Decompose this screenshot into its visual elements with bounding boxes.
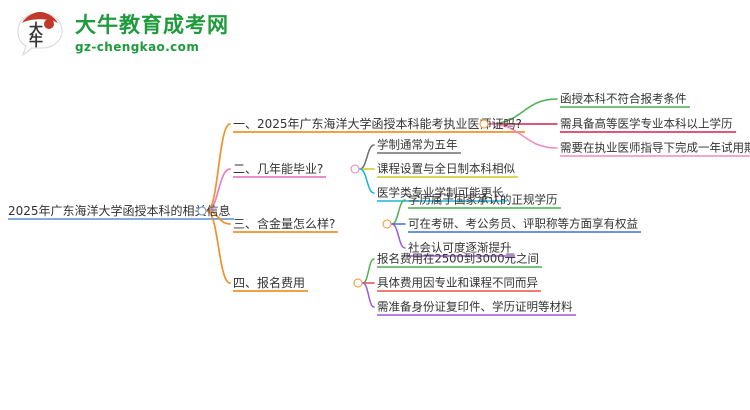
mindmap-root-node[interactable]: 2025年广东海洋大学函授本科的相关信息 (8, 204, 231, 218)
mindmap-branch-2-child-3[interactable]: 医学类专业学制可能更长 (377, 185, 504, 200)
mindmap-branch-1-child-1[interactable]: 函授本科不符合报考条件 (560, 91, 687, 106)
site-logo: 大 牛 大牛教育成考网 gz-chengkao.com (14, 10, 229, 58)
mindmap-branch-4-child-3[interactable]: 需准备身份证复印件、学历证明等材料 (377, 299, 573, 314)
node-connector-dot[interactable] (197, 206, 207, 216)
mindmap-branch-1[interactable]: 一、2025年广东海洋大学函授本科能考执业医师证吗? (233, 117, 522, 131)
node-connector-dot[interactable] (353, 278, 363, 288)
logo-bubble-icon: 大 牛 (17, 12, 63, 57)
mindmap-branch-3-child-3[interactable]: 社会认可度逐渐提升 (408, 240, 512, 255)
mindmap-branch-4-child-2[interactable]: 具体费用因专业和课程不同而异 (377, 275, 538, 290)
svg-text:大: 大 (29, 21, 43, 38)
mindmap-branch-3[interactable]: 三、含金量怎么样? (233, 217, 336, 231)
node-connector-dot[interactable] (350, 164, 360, 174)
logo-domain: gz-chengkao.com (75, 40, 200, 54)
mindmap-branch-1-child-2[interactable]: 需具备高等医学专业本科以上学历 (560, 116, 733, 131)
logo-text: 大牛教育成考网 gz-chengkao.com (75, 13, 229, 54)
node-connector-dot[interactable] (479, 119, 489, 129)
mindmap-branch-3-child-1[interactable]: 学历属于国家承认的正规学历 (408, 192, 558, 207)
mindmap-branch-2-child-2[interactable]: 课程设置与全日制本科相似 (377, 161, 515, 176)
logo-mark-icon: 大 牛 (14, 10, 66, 58)
node-connector-dot[interactable] (382, 219, 392, 229)
mindmap-branch-2[interactable]: 二、几年能毕业? (233, 162, 324, 176)
logo-title: 大牛教育成考网 (75, 13, 229, 37)
mindmap-branch-4-child-1[interactable]: 报名费用在2500到3000元之间 (377, 251, 540, 266)
svg-text:牛: 牛 (29, 33, 43, 50)
mindmap-branch-2-child-1[interactable]: 学制通常为五年 (377, 137, 458, 152)
mindmap-branch-3-child-2[interactable]: 可在考研、考公务员、评职称等方面享有权益 (408, 216, 638, 231)
mindmap-branch-1-child-3[interactable]: 需要在执业医师指导下完成一年试用期 (560, 140, 750, 155)
mindmap-branch-4[interactable]: 四、报名费用 (233, 276, 306, 290)
